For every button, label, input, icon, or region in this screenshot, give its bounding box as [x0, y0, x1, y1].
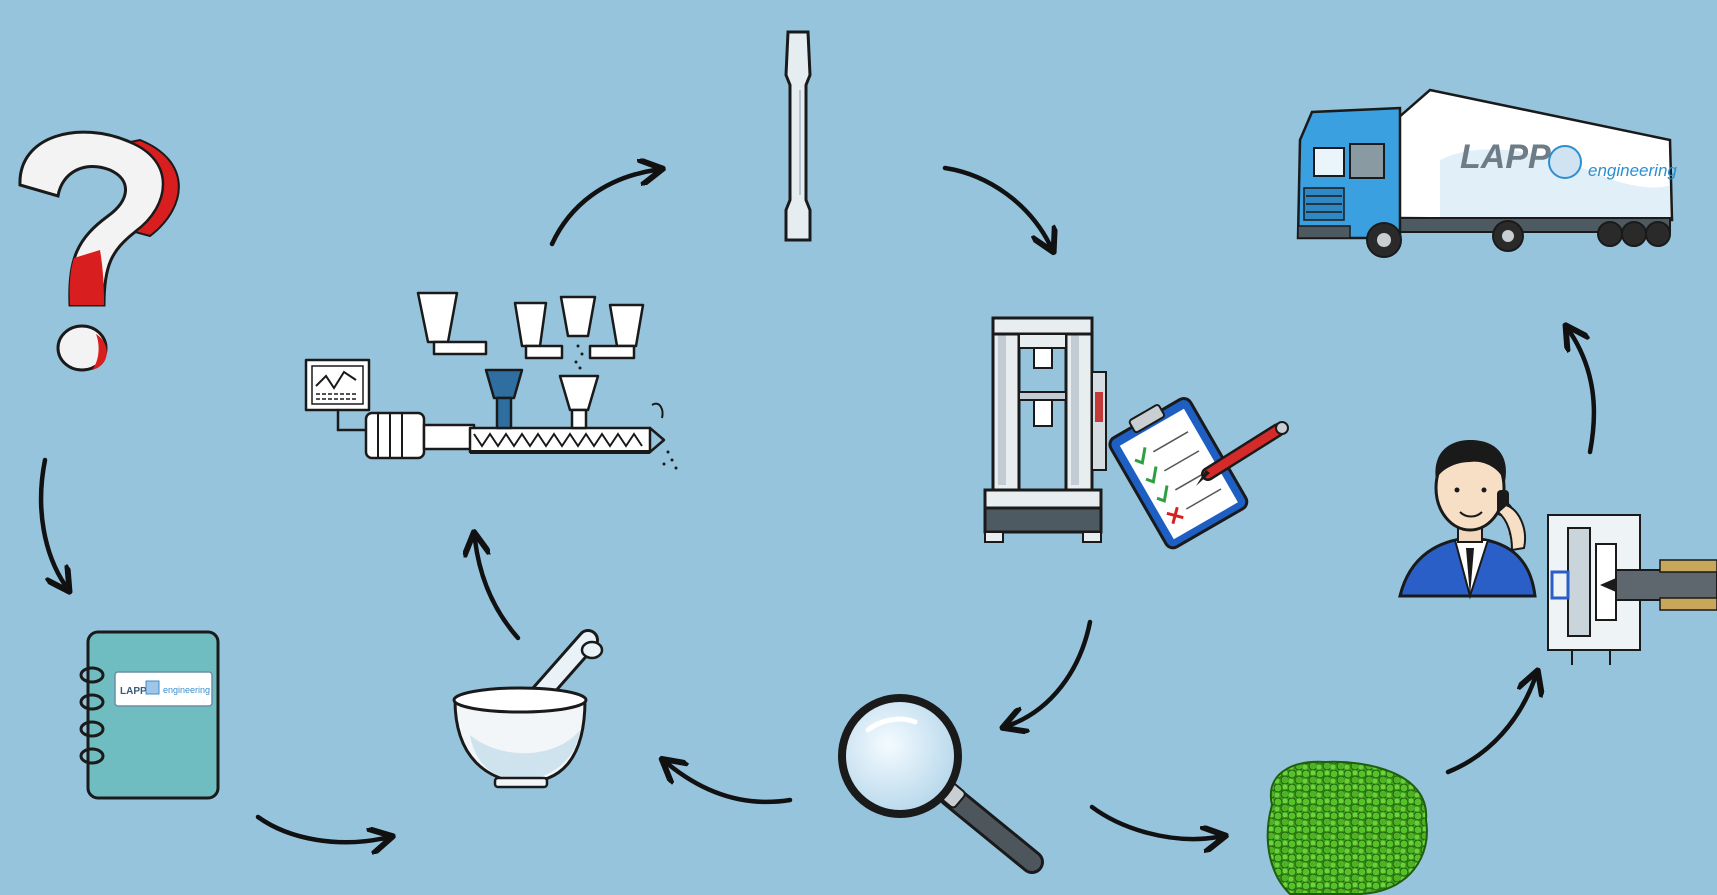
arrow-notebook-to-mortar [255, 814, 385, 842]
pen-icon [1196, 421, 1289, 486]
extruder-machine-icon [304, 291, 678, 470]
arrow-tester-to-magnifier [1010, 619, 1093, 725]
arrow-magnifier-to-mortar [668, 764, 793, 805]
truck-sub-text: engineering [1588, 161, 1677, 180]
arrow-magnifier-to-granulate [1089, 804, 1218, 839]
magnifying-glass-icon [838, 694, 1044, 874]
truck-brand-text: LAPP [1460, 138, 1551, 176]
clipboard-checklist-icon [1108, 397, 1289, 550]
injection-molding-icon [1547, 514, 1717, 665]
arrow-extruder-to-specimen [549, 170, 655, 247]
delivery-truck-icon: LAPP engineering [1296, 88, 1677, 258]
notebook-brand-text: LAPP [120, 686, 147, 697]
arrow-specimen-to-tester [942, 165, 1050, 245]
notebook-icon: LAPP engineering [79, 630, 220, 800]
tensile-specimen-icon [784, 30, 812, 242]
arrow-question-to-notebook [38, 457, 65, 585]
tensile-testing-machine-icon [983, 316, 1107, 543]
customer-agent-icon [1398, 440, 1537, 600]
notebook-sub-text: engineering [163, 685, 210, 695]
flow-arrows [38, 165, 1597, 842]
arrow-mortar-to-extruder [475, 540, 521, 641]
green-granulate-icon [1266, 760, 1428, 895]
mortar-pestle-icon [452, 629, 604, 789]
question-mark-icon [18, 130, 180, 372]
arrow-granulate-to-agent [1445, 678, 1535, 775]
arrow-agent-to-truck [1570, 332, 1597, 455]
